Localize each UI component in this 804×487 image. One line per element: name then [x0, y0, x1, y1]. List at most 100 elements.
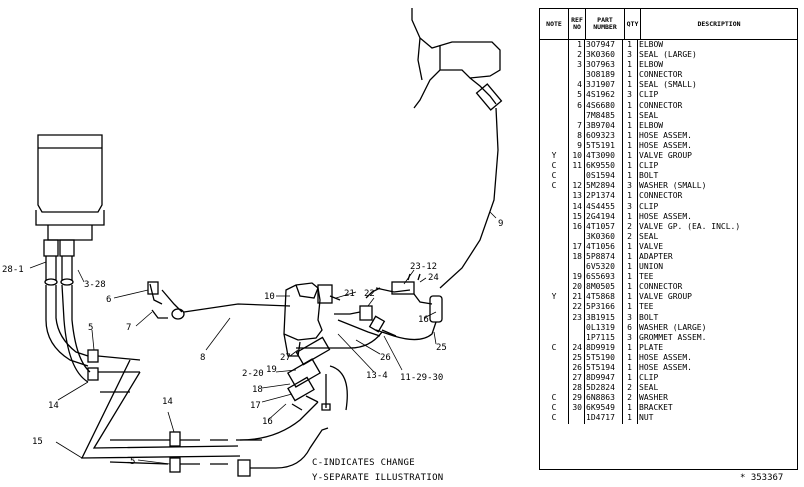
row-note [540, 232, 568, 242]
callout-16-lower: 16 [262, 417, 273, 427]
row-ref-no [568, 323, 584, 333]
row-note [540, 60, 568, 70]
row-note [540, 242, 568, 252]
row-description: SEAL [639, 110, 659, 120]
row-note [540, 111, 568, 121]
row-ref-no: 5 [577, 90, 582, 100]
header-part-number: PART NUMBER [586, 9, 625, 39]
row-part-number: 3O7963 [586, 60, 615, 70]
row-note [540, 50, 568, 60]
row-part-number: 4S4455 [586, 201, 615, 211]
row-part-number: 2G4194 [586, 211, 615, 221]
row-qty: 2 [627, 383, 632, 393]
row-part-number: 4T5868 [586, 292, 615, 302]
row-qty: 1 [627, 70, 632, 80]
row-ref-no: 13 [572, 191, 582, 201]
row-ref-no [568, 111, 584, 121]
callout-3-28: 3-28 [84, 280, 106, 290]
row-ref-no [568, 232, 584, 242]
callout-21: 21 [344, 289, 355, 299]
row-note [540, 363, 568, 373]
row-ref-no: 24 [572, 342, 582, 352]
row-ref-no: 19 [572, 272, 582, 282]
row-qty: 1 [627, 211, 632, 221]
callout-19: 19 [266, 365, 277, 375]
row-qty: 1 [627, 272, 632, 282]
callout-16: 16 [418, 315, 429, 325]
row-qty: 1 [627, 161, 632, 171]
row-ref-no: 26 [572, 363, 582, 372]
leader-lines [29, 211, 497, 465]
row-note [540, 80, 568, 90]
row-note [540, 282, 568, 292]
row-ref-no [568, 171, 584, 181]
row-part-number: 2P1374 [586, 191, 615, 201]
row-note [540, 323, 568, 333]
row-part-number: 3K0360 [586, 50, 615, 60]
row-note [540, 313, 568, 323]
row-qty: 1 [627, 100, 632, 110]
callout-2-20: 2-20 [242, 369, 264, 379]
row-description: GROMMET ASSEM. [639, 332, 707, 342]
row-description: ELBOW [639, 40, 664, 49]
row-note: C [551, 342, 557, 352]
row-ref-no [568, 70, 584, 80]
row-qty: 3 [627, 312, 632, 322]
row-note [540, 121, 568, 131]
row-ref-no: 7 [577, 120, 582, 130]
row-description: HOSE ASSEM. [639, 140, 692, 150]
row-qty: 2 [627, 221, 632, 231]
row-part-number: 5M2894 [586, 181, 615, 191]
row-description: ELBOW [639, 60, 664, 70]
row-qty: 3 [627, 90, 632, 100]
row-part-number: 8M0505 [586, 282, 615, 292]
header-ref-no: REF NO [569, 9, 586, 39]
row-description: HOSE ASSEM. [639, 130, 692, 140]
row-note [540, 191, 568, 201]
row-qty: 2 [627, 231, 632, 241]
row-ref-no: 21 [572, 292, 582, 302]
row-note [540, 212, 568, 222]
upper-cylinder-assembly [411, 8, 503, 289]
row-qty: 1 [627, 342, 632, 352]
callout-11-29-30: 11-29-30 [400, 373, 443, 383]
row-qty: 1 [627, 80, 632, 90]
callout-10: 10 [264, 292, 275, 302]
row-ref-no: 15 [572, 211, 582, 221]
row-note [540, 333, 568, 343]
row-qty: 1 [627, 363, 632, 372]
row-part-number: 5D2824 [586, 383, 615, 393]
callout-5: 5 [88, 323, 93, 333]
callout-26: 26 [380, 353, 391, 363]
row-note [540, 373, 568, 383]
row-description: BOLT [639, 312, 659, 322]
row-part-number: 5P3166 [586, 302, 615, 312]
row-part-number: 8D9947 [586, 373, 615, 383]
row-description: SEAL (SMALL) [639, 80, 697, 90]
row-part-number: 0S1594 [586, 171, 615, 181]
row-note [540, 141, 568, 151]
row-note: C [551, 161, 557, 171]
header-note: NOTE [540, 9, 569, 39]
callout-14: 14 [48, 401, 59, 411]
row-description: UNION [639, 262, 664, 272]
row-description: TEE [639, 302, 654, 312]
row-description: CONNECTOR [639, 282, 683, 292]
row-ref-no: 12 [572, 181, 582, 191]
callout-22: 22 [364, 289, 375, 299]
row-part-number: 5T5190 [586, 352, 615, 362]
row-description: NUT [639, 413, 654, 423]
row-ref-no: 18 [572, 251, 582, 261]
row-ref-no: 28 [572, 383, 582, 393]
row-description: VALVE GROUP [639, 151, 692, 161]
row-description: CLIP [639, 90, 659, 100]
